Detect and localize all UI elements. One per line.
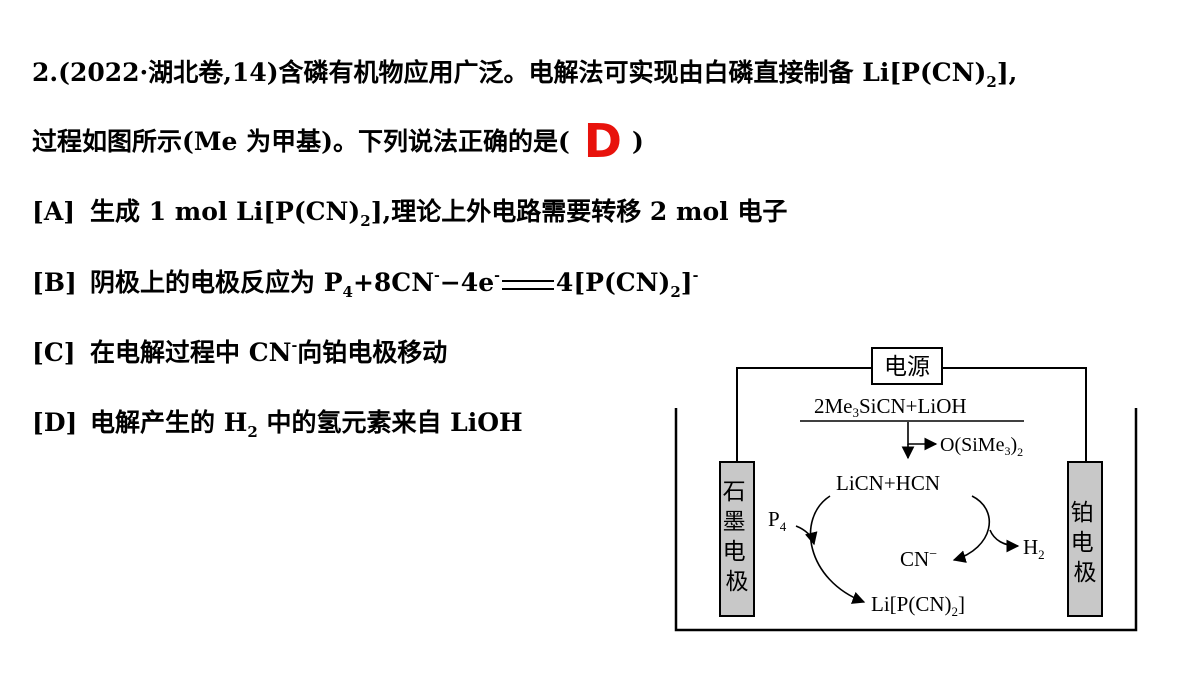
p4-arrow bbox=[795, 525, 818, 546]
option-c[interactable]: [C]在电解过程中 CN-向铂电极移动 bbox=[32, 336, 447, 370]
cyanide-label: CN− bbox=[900, 547, 937, 571]
platinum-electrode bbox=[1067, 461, 1103, 617]
question-stem-line-2: 过程如图所示(Me 为甲基)。下列说法正确的是(D) bbox=[32, 114, 644, 168]
answer-mark: D bbox=[583, 114, 622, 168]
platinum-electrode-label: 铂 电 极 bbox=[1071, 500, 1100, 585]
h2-label: H2 bbox=[1023, 535, 1045, 562]
option-label: [A] bbox=[32, 197, 76, 226]
intermediate-label: LiCN+HCN bbox=[836, 471, 940, 495]
electrolysis-diagram: 电源 石 墨 电 极 铂 电 极 2Me3SiCN+LiOH O(SiMe3)2… bbox=[674, 347, 1138, 632]
graphite-electrode-label: 石 墨 电 极 bbox=[723, 479, 752, 594]
option-a[interactable]: [A]生成 1 mol Li[P(CN)2],理论上外电路需要转移 2 mol … bbox=[32, 197, 788, 230]
option-label: [B] bbox=[32, 268, 77, 297]
option-label: [D] bbox=[32, 408, 78, 437]
graphite-electrode bbox=[719, 461, 755, 617]
curve-arrow-left bbox=[809, 495, 866, 604]
h2-arrow bbox=[989, 529, 1020, 553]
option-label: [C] bbox=[32, 338, 76, 367]
question-stem-line-1: 2.(2022·湖北卷,14)含磷有机物应用广泛。电解法可实现由白磷直接制备 L… bbox=[32, 58, 1018, 91]
wire-right bbox=[942, 367, 1087, 462]
curve-arrow-right bbox=[952, 495, 990, 563]
reactant-label: 2Me3SiCN+LiOH bbox=[814, 394, 967, 420]
cell-vessel bbox=[674, 408, 1138, 632]
wire-left bbox=[736, 367, 872, 462]
equals-sign-icon bbox=[501, 279, 554, 290]
p4-label: P4 bbox=[768, 507, 787, 534]
power-supply-box bbox=[871, 347, 943, 385]
question-number: 2. bbox=[32, 58, 59, 87]
product-label: Li[P(CN)2] bbox=[871, 592, 965, 619]
option-d[interactable]: [D]电解产生的 H2 中的氢元素来自 LiOH bbox=[32, 408, 523, 441]
question-source: (2022·湖北卷,14) bbox=[58, 58, 279, 87]
power-supply-label: 电源 bbox=[884, 354, 930, 379]
option-b[interactable]: [B]阴极上的电极反应为 P4+8CN-−4e-4[P(CN)2]- bbox=[32, 268, 699, 301]
byproduct-label: O(SiMe3)2 bbox=[940, 434, 1023, 459]
byproduct-arrow bbox=[907, 422, 938, 451]
